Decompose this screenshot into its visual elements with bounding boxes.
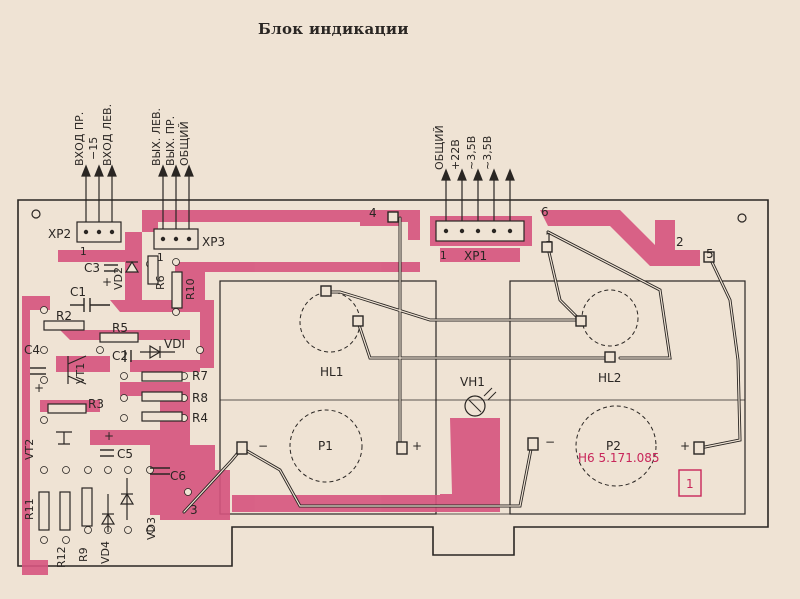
xp2-pin1: 1 — [80, 246, 87, 258]
c4-label: C4 — [24, 343, 41, 357]
p2-plus: + — [680, 439, 691, 453]
r12-body — [59, 491, 71, 531]
pad-label-4: 4 — [369, 206, 377, 220]
xp1-pin1: 1 — [440, 250, 447, 262]
page-title: Блок индикации — [258, 20, 409, 38]
pad-label-3: 3 — [190, 503, 198, 517]
p2-label: P2 — [606, 439, 621, 453]
stamp-number: 1 — [686, 477, 694, 491]
xp3-pin-label-2: ВЫХ. ПР. — [164, 115, 177, 166]
c3-label: C3 — [84, 261, 101, 275]
vd2-body — [124, 260, 140, 273]
pads — [40, 258, 204, 544]
r4-label: R4 — [192, 411, 208, 425]
vt1-label: VT1 — [74, 362, 87, 384]
r2-label: R2 — [56, 309, 72, 323]
xp1-pin-label-4: ~3,5В — [481, 135, 494, 170]
xp2-pin-label-2: −15 — [87, 136, 100, 160]
xp3-pin-label-1: ВЫХ. ЛЕВ. — [150, 107, 163, 166]
p1-plus: + — [412, 439, 423, 453]
p1-meter — [289, 409, 363, 483]
vd2-label: VD2 — [112, 267, 125, 290]
pad-label-2: 2 — [676, 235, 684, 249]
c5-plus: + — [104, 429, 115, 443]
vt2-body — [56, 431, 72, 445]
c3-plus: + — [102, 275, 113, 289]
mounting-hole-left — [31, 209, 41, 219]
c4-plus: + — [34, 381, 45, 395]
r8-body — [141, 391, 183, 402]
r2-body — [43, 320, 85, 331]
vh1-led — [464, 395, 486, 417]
board-outline — [17, 199, 769, 567]
xp3-pin-label-3: ОБЩИЙ — [178, 121, 191, 166]
vd3-label: VD3 — [145, 517, 158, 540]
r7-body — [141, 371, 183, 382]
xp2-pin-label-3: ВХОД ЛЕВ. — [101, 103, 114, 166]
r3-label: R3 — [88, 397, 104, 411]
pad-label-6: 6 — [541, 205, 549, 219]
vt1-body — [67, 355, 87, 385]
xp1-label: XP1 — [464, 249, 488, 263]
r8-label: R8 — [192, 391, 208, 405]
xp3-label: XP3 — [202, 235, 226, 249]
r6-label: R6 — [154, 275, 167, 290]
c6-label: C6 — [170, 469, 187, 483]
r3-body — [47, 403, 87, 414]
meter-window-left — [219, 280, 437, 515]
hl2-label: HL2 — [598, 371, 622, 385]
p1-label: P1 — [318, 439, 333, 453]
xp1-pin-label-3: ~3,5В — [465, 135, 478, 170]
mounting-hole-right — [737, 213, 747, 223]
r6-body — [147, 255, 159, 285]
r10-body — [171, 271, 183, 309]
meter-window-right — [509, 280, 746, 515]
pad-label-5: 5 — [706, 247, 714, 261]
r9-body — [81, 487, 93, 527]
xp3-pin1: 1 — [157, 252, 164, 264]
p2-minus: − — [545, 435, 556, 449]
xp2-pin-label-1: ВХОД ПР. — [73, 111, 86, 166]
r10-label: R10 — [184, 278, 197, 300]
r5-body — [99, 332, 139, 343]
xp1-pin-label-1: ОБЩИЙ — [433, 125, 446, 170]
r11-body — [38, 491, 50, 531]
hl1-label: HL1 — [320, 365, 344, 379]
vd4-label: VD4 — [99, 541, 112, 564]
r11-label: R11 — [23, 498, 36, 520]
c1-label: C1 — [70, 285, 87, 299]
r12-label: R12 — [55, 546, 68, 568]
r7-label: R7 — [192, 369, 208, 383]
copper-layer — [22, 210, 700, 575]
c5-label: C5 — [117, 447, 134, 461]
r9-label: R9 — [77, 547, 90, 562]
xp2-label: XP2 — [48, 227, 72, 241]
p1-minus: − — [258, 439, 269, 453]
pad-label-1: 1 — [545, 231, 553, 245]
xp1-pin-label-2: +22В — [449, 139, 462, 170]
r4-body — [141, 411, 183, 422]
hl2-lamp — [581, 289, 639, 347]
p2-meter — [575, 405, 657, 487]
vd1-label: VDI — [164, 337, 185, 351]
vt2-label: VT2 — [23, 438, 36, 460]
c2-label: C2 — [112, 349, 129, 363]
r5-label: R5 — [112, 321, 128, 335]
stamp-box — [678, 469, 702, 497]
vh1-label: VH1 — [460, 375, 485, 389]
stamp-code: Н6 5.171.085 — [578, 451, 660, 465]
hl1-lamp — [299, 291, 361, 353]
